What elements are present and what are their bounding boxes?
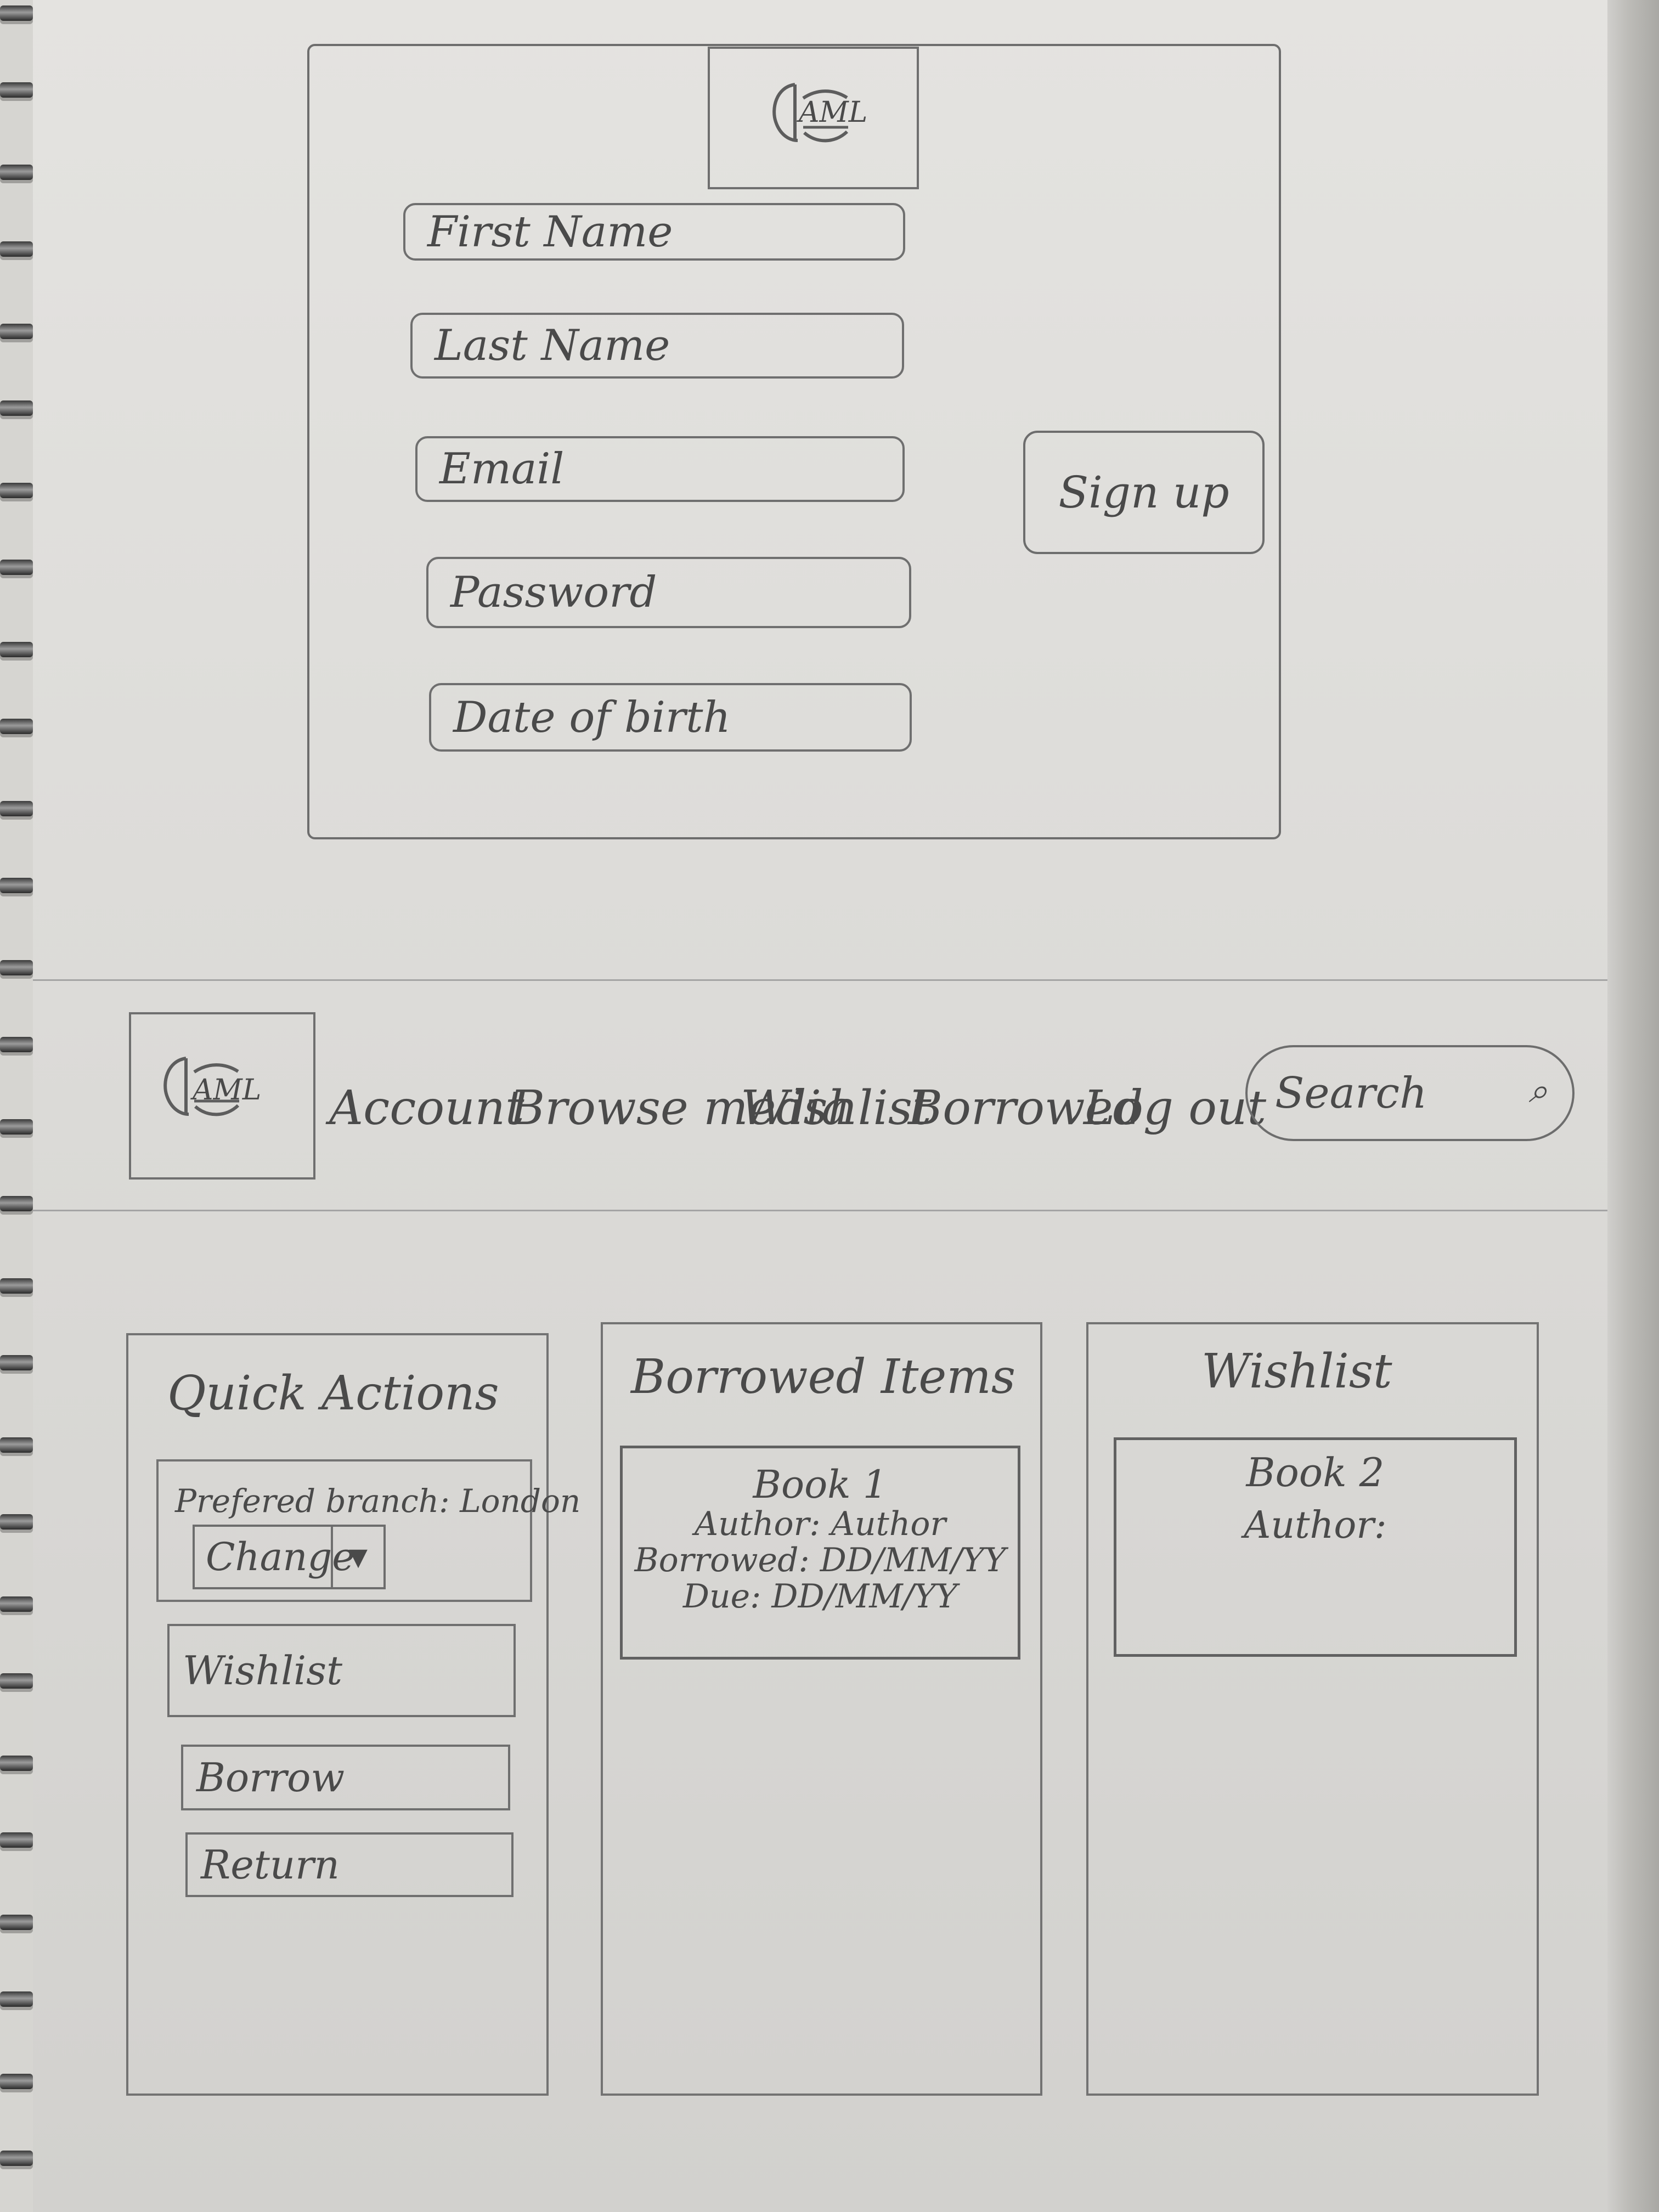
spiral-ring (0, 878, 33, 893)
search-input[interactable]: Search ⌕ (1245, 1045, 1575, 1141)
wishlist-book-title: Book 2 (1246, 1449, 1385, 1496)
spiral-ring (0, 719, 33, 734)
spiral-ring (0, 1037, 33, 1052)
spiral-ring (0, 5, 33, 21)
branch-change-dropdown[interactable]: Change ▼ (193, 1525, 386, 1589)
spiral-ring (0, 1673, 33, 1689)
borrowed-book-card[interactable]: Book 1 Author: Author Borrowed: DD/MM/YY… (620, 1446, 1020, 1660)
last-name-field[interactable]: Last Name (410, 313, 904, 379)
return-button[interactable]: Return (185, 1832, 514, 1897)
quick-actions-panel (126, 1333, 549, 2096)
signup-logo-text: AML (799, 96, 868, 129)
signup-button[interactable]: Sign up (1023, 431, 1265, 554)
nav-link-borrowed[interactable]: Borrowed (908, 1081, 1143, 1136)
signup-frame (307, 44, 1281, 839)
spiral-binding (0, 0, 38, 2212)
spiral-ring (0, 1355, 33, 1370)
preferred-branch-text: Prefered branch: London (175, 1482, 581, 1520)
borrowed-items-title: Borrowed Items (631, 1350, 1015, 1404)
preferred-branch-box: Prefered branch: London Change ▼ (156, 1459, 580, 1602)
spiral-ring (0, 1278, 33, 1294)
borrowed-items-panel (601, 1322, 1042, 2096)
nav-link-log-out[interactable]: Log out (1084, 1081, 1266, 1136)
page-edge (1607, 0, 1659, 2212)
signup-button-label: Sign up (1058, 467, 1229, 518)
borrowed-book-title: Book 1 (753, 1462, 888, 1507)
email-field[interactable]: Email (415, 436, 905, 502)
spiral-ring (0, 1832, 33, 1848)
spiral-ring (0, 801, 33, 816)
dashboard-logo-box: AML (129, 1012, 315, 1180)
spiral-ring (0, 1991, 33, 2007)
section-divider-top (33, 979, 1607, 981)
spiral-ring (0, 1119, 33, 1135)
spiral-ring (0, 483, 33, 498)
signup-logo-box: AML (708, 47, 919, 189)
spiral-ring (0, 82, 33, 98)
notebook-page (33, 0, 1618, 2212)
aml-logo-icon (163, 1057, 240, 1116)
spiral-ring (0, 1596, 33, 1612)
spiral-ring (0, 1915, 33, 1930)
wishlist-button[interactable]: Wishlist (167, 1624, 516, 1717)
spiral-ring (0, 324, 33, 339)
due-date: Due: DD/MM/YY (682, 1577, 958, 1616)
spiral-ring (0, 1196, 33, 1211)
search-icon[interactable]: ⌕ (1528, 1070, 1548, 1110)
nav-link-browse-media[interactable]: Browse media (510, 1081, 850, 1136)
quick-actions-title: Quick Actions (167, 1366, 499, 1421)
spiral-ring (0, 642, 33, 657)
change-label: Change (206, 1534, 355, 1579)
spiral-ring (0, 400, 33, 416)
search-placeholder: Search (1275, 1068, 1427, 1118)
nav-link-account[interactable]: Account (329, 1081, 524, 1136)
borrowed-book-author: Author: Author (694, 1505, 946, 1543)
spiral-ring (0, 1756, 33, 1771)
dashboard-logo-text: AML (193, 1074, 262, 1107)
spiral-ring (0, 560, 33, 575)
wishlist-book-card[interactable]: Book 2 Author: (1114, 1437, 1517, 1657)
spiral-ring (0, 2151, 33, 2166)
spiral-ring (0, 2074, 33, 2089)
nav-link-wishlist[interactable]: Wishlist (741, 1081, 932, 1136)
borrow-button[interactable]: Borrow (181, 1745, 510, 1810)
first-name-field[interactable]: First Name (403, 203, 905, 261)
spiral-ring (0, 960, 33, 975)
wishlist-panel (1086, 1322, 1539, 2096)
borrowed-date: Borrowed: DD/MM/YY (634, 1541, 1006, 1579)
section-divider-header-bottom (33, 1210, 1607, 1211)
spiral-ring (0, 1514, 33, 1530)
password-field[interactable]: Password (426, 557, 911, 628)
wishlist-title: Wishlist (1201, 1344, 1392, 1399)
spiral-ring (0, 165, 33, 180)
spiral-ring (0, 241, 33, 257)
date-of-birth-field[interactable]: Date of birth (429, 683, 912, 752)
dropdown-arrow-icon[interactable]: ▼ (331, 1527, 383, 1587)
spiral-ring (0, 1437, 33, 1453)
wishlist-book-author: Author: (1244, 1504, 1387, 1548)
aml-logo-icon (772, 83, 849, 143)
